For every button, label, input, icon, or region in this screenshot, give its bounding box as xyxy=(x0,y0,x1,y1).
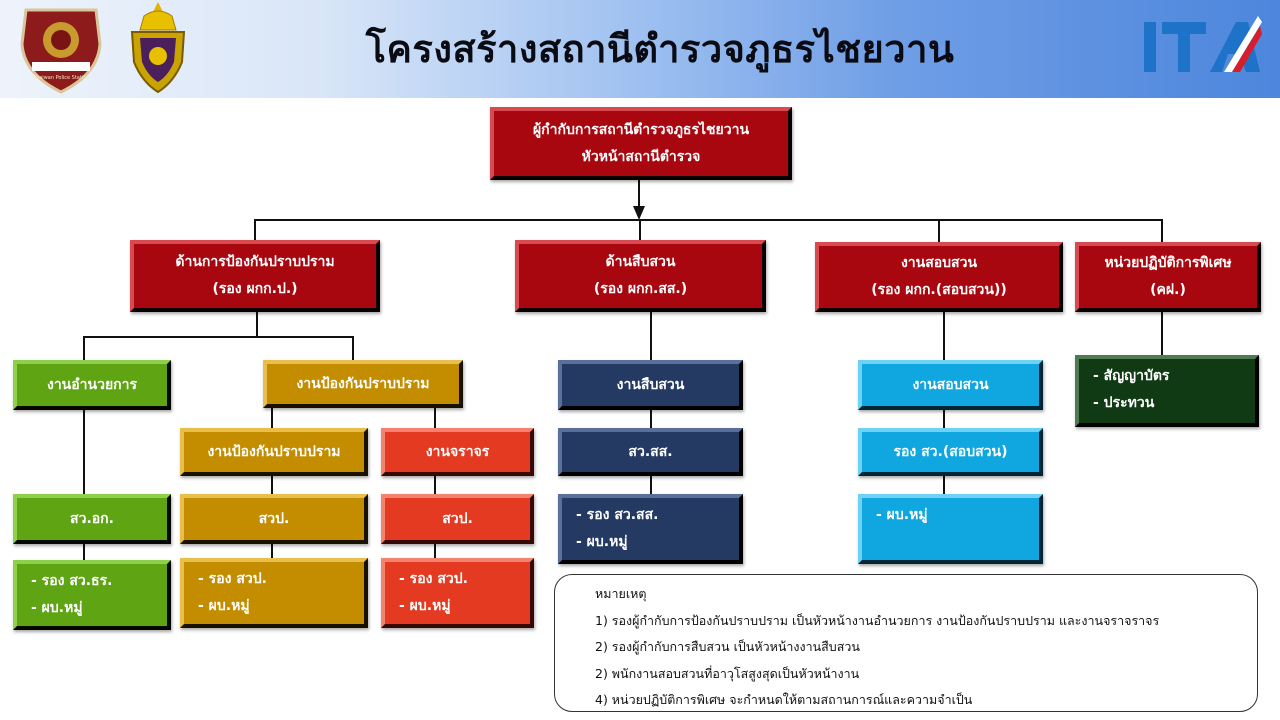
note-item: 2) พนักงานสอบสวนที่อาวุโสสูงสุดเป็นหัวหน… xyxy=(595,665,860,681)
sub-prevention-head-box: สวป. xyxy=(180,494,368,544)
inquiry-head-box: รอง สว.(สอบสวน) xyxy=(858,428,1043,476)
note-item: 1) รองผู้กำกับการป้องกันปราบปราม เป็นหัว… xyxy=(595,612,1160,628)
investigation-head-box: สว.สส. xyxy=(558,428,743,476)
notes-title: หมายเหตุ xyxy=(595,586,647,601)
connector-line xyxy=(434,544,436,558)
connector-line xyxy=(1161,219,1163,242)
connector-line xyxy=(83,410,85,494)
police-crest-icon xyxy=(130,2,186,94)
member-item: - รอง สว.ธร. xyxy=(31,573,113,589)
division-head: (รอง ผกก.(สอบสวน)) xyxy=(871,282,1007,298)
member-item: - รอง สวป. xyxy=(198,571,267,587)
inquiry-members-box: - ผบ.หมู่ xyxy=(858,494,1043,564)
connector-line xyxy=(271,408,273,428)
connector-line xyxy=(254,219,1162,221)
ita-logo-icon: ITA xyxy=(1144,16,1262,72)
svg-text:Chaiwan Police Station: Chaiwan Police Station xyxy=(33,75,90,81)
connector-line xyxy=(271,544,273,558)
note-item: 4) หน่วยปฏิบัติการพิเศษ จะกำหนดให้ตามสถา… xyxy=(595,692,973,707)
traffic-members-box: - รอง สวป. - ผบ.หมู่ xyxy=(381,558,534,628)
superintendent-role: หัวหน้าสถานีตำรวจ xyxy=(581,148,701,165)
investigation-unit-box: งานสืบสวน xyxy=(558,360,743,410)
division-head: (รอง ผกก.สส.) xyxy=(593,281,688,297)
division-title: หน่วยปฏิบัติการพิเศษ xyxy=(1104,255,1232,272)
superintendent-box: ผู้กำกับการสถานีตำรวจภูธรไชยวาน หัวหน้าส… xyxy=(490,107,792,180)
connector-line xyxy=(650,312,652,360)
division-title: ด้านสืบสวน xyxy=(605,254,676,271)
sub-prevention-members-box: - รอง สวป. - ผบ.หมู่ xyxy=(180,558,368,628)
connector-line xyxy=(256,312,258,336)
division-title: ด้านการป้องกันปราบปราม xyxy=(175,254,335,271)
connector-line xyxy=(650,410,652,428)
admin-members-box: - รอง สว.ธร. - ผบ.หมู่ xyxy=(13,560,171,630)
connector-line xyxy=(639,219,641,241)
connector-line xyxy=(254,219,256,241)
connector-line xyxy=(943,410,945,428)
prevention-unit-box: งานป้องกันปราบปราม xyxy=(263,360,463,408)
page-title: โครงสร้างสถานีตำรวจภูธรไชยวาน xyxy=(365,27,955,71)
member-item: - รอง สว.สส. xyxy=(576,507,659,523)
member-item: - ประทวน xyxy=(1093,394,1155,411)
inquiry-unit-box: งานสอบสวน xyxy=(858,360,1043,410)
connector-line xyxy=(650,476,652,494)
division-head: (คฝ.) xyxy=(1150,282,1186,298)
connector-line xyxy=(1161,312,1163,355)
admin-unit-box: งานอำนวยการ xyxy=(13,360,171,410)
inquiry-division-box: งานสอบสวน (รอง ผกก.(สอบสวน)) xyxy=(815,242,1063,312)
connector-line xyxy=(83,544,85,560)
investigation-division-box: ด้านสืบสวน (รอง ผกก.สส.) xyxy=(515,240,766,312)
connector-line xyxy=(434,476,436,494)
traffic-unit-box: งานจราจร xyxy=(381,428,534,476)
police-station-emblem-icon: Chaiwan Police Station xyxy=(20,8,102,94)
connector-line xyxy=(943,476,945,494)
connector-line xyxy=(83,336,353,338)
member-item: - รอง สวป. xyxy=(399,571,468,587)
special-division-box: หน่วยปฏิบัติการพิเศษ (คฝ.) xyxy=(1075,242,1261,312)
member-item: - ผบ.หมู่ xyxy=(399,597,451,614)
connector-line xyxy=(83,336,85,360)
note-item: 2) รองผู้กำกับการสืบสวน เป็นหัวหน้างงานส… xyxy=(595,639,860,654)
member-item: - ผบ.หมู่ xyxy=(576,533,628,550)
member-item: - ผบ.หมู่ xyxy=(31,599,83,616)
investigation-members-box: - รอง สว.สส. - ผบ.หมู่ xyxy=(558,494,743,564)
division-title: งานสอบสวน xyxy=(900,255,978,272)
connector-line xyxy=(943,312,945,360)
member-item: - ผบ.หมู่ xyxy=(198,597,250,614)
connector-line xyxy=(271,476,273,494)
arrow-down-icon xyxy=(633,206,645,220)
svg-text:ITA: ITA xyxy=(1202,52,1204,55)
member-item: - สัญญาบัตร xyxy=(1093,368,1170,384)
connector-line xyxy=(638,180,640,210)
header-banner: Chaiwan Police Station โครงสร้างสถานีตำร… xyxy=(0,0,1280,98)
division-head: (รอง ผกก.ป.) xyxy=(212,281,298,297)
superintendent-title: ผู้กำกับการสถานีตำรวจภูธรไชยวาน xyxy=(532,121,750,138)
connector-line xyxy=(938,219,940,242)
prevention-division-box: ด้านการป้องกันปราบปราม (รอง ผกก.ป.) xyxy=(130,240,380,312)
connector-line xyxy=(434,408,436,428)
connector-line xyxy=(352,336,354,360)
traffic-head-box: สวป. xyxy=(381,494,534,544)
notes-panel: หมายเหตุ 1) รองผู้กำกับการป้องกันปราบปรา… xyxy=(554,574,1258,712)
sub-prevention-unit-box: งานป้องกันปราบปราม xyxy=(180,428,368,476)
member-item: - ผบ.หมู่ xyxy=(876,507,928,523)
admin-head-box: สว.อก. xyxy=(13,494,171,544)
special-members-box: - สัญญาบัตร - ประทวน xyxy=(1075,355,1259,427)
